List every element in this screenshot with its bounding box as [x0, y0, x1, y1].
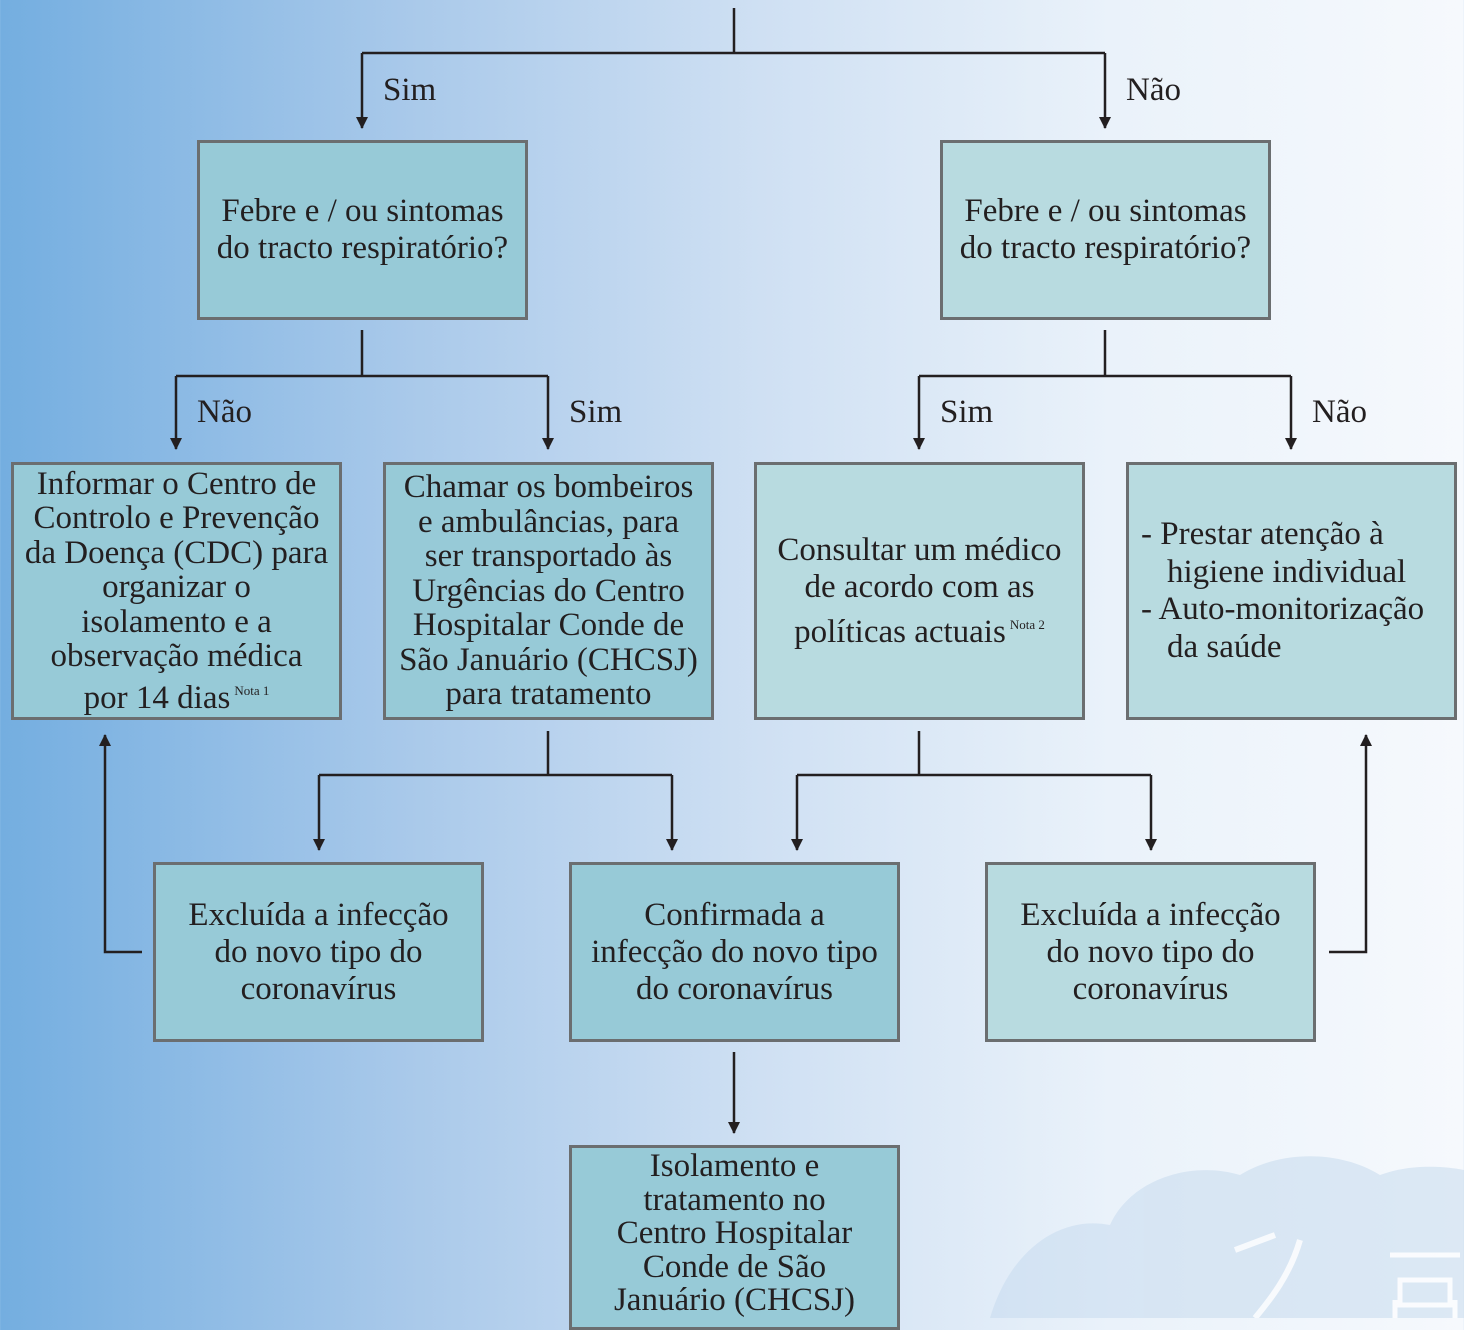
inform-cdc-line-3: da Doença (CDC) para — [24, 534, 329, 571]
self-care-item-2-text: Auto-monitorização — [1158, 591, 1425, 627]
call-firefighters-box: Chamar os bombeiros e ambulâncias, para … — [383, 462, 714, 720]
excluded-right-line-1: Excluída a infecção — [1020, 896, 1281, 933]
label-left-yes: Sim — [569, 394, 623, 430]
excluded-left-line-2: do novo tipo do — [214, 933, 423, 970]
question-right-line-2: do tracto respiratório? — [959, 230, 1252, 266]
self-care-item-2-line-2: da saúde — [1167, 628, 1282, 665]
question-left-line-1: Febre e / ou sintomas — [221, 193, 504, 229]
question-box-left: Febre e / ou sintomas do tracto respirat… — [197, 140, 528, 320]
isolation-line-5: Januário (CHCSJ) — [613, 1282, 856, 1318]
consult-doctor-line-1: Consultar um médico — [777, 531, 1062, 568]
excluded-infection-box-left: Excluída a infecção do novo tipo do coro… — [153, 862, 484, 1042]
consult-doctor-line-3-text: políticas actuais — [794, 613, 1006, 650]
inform-cdc-line-4: organizar o — [102, 569, 251, 606]
question-left-line-2: do tracto respiratório? — [216, 230, 509, 266]
firefighters-line-5: Hospitalar Conde de — [412, 607, 685, 644]
confirmed-line-1: Confirmada a — [644, 896, 825, 933]
arrow-excluded-left-to-cdc — [99, 734, 142, 954]
isolation-line-1: Isolamento e — [649, 1148, 820, 1184]
label-right-yes: Sim — [940, 394, 994, 430]
connector-right-stem — [919, 330, 1291, 378]
excluded-left-line-3: coronavírus — [240, 970, 397, 1007]
label-right-no: Não — [1312, 394, 1367, 430]
inform-cdc-line-5: isolamento e a — [81, 603, 272, 640]
excluded-left-line-1: Excluída a infecção — [188, 896, 449, 933]
excluded-right-line-3: coronavírus — [1072, 970, 1229, 1007]
bullet-dash: - — [1141, 591, 1152, 627]
inform-cdc-line-2: Controlo e Prevenção — [33, 500, 320, 537]
self-care-item-1-line-1: - Prestar atenção à — [1141, 516, 1384, 554]
consult-doctor-box: Consultar um médico de acordo com as pol… — [754, 462, 1085, 720]
question-right-line-1: Febre e / ou sintomas — [964, 193, 1247, 229]
firefighters-line-2: e ambulâncias, para — [417, 503, 680, 540]
inform-cdc-line-1: Informar o Centro de — [36, 465, 317, 502]
self-care-item-1-text: Prestar atenção à — [1160, 516, 1384, 552]
label-top-right-no: Não — [1126, 72, 1181, 108]
arrow-excluded-right-to-self-care — [1329, 734, 1372, 954]
isolation-line-2: tratamento no — [643, 1181, 826, 1218]
firefighters-line-4: Urgências do Centro — [412, 572, 685, 609]
inform-cdc-line-6: observação médica — [50, 638, 303, 675]
connector-doctor-stem — [797, 731, 1151, 777]
confirmed-line-3: do coronavírus — [635, 970, 834, 1007]
self-care-item-1-line-2: higiene individual — [1167, 553, 1407, 590]
connector-left-stem — [176, 330, 548, 378]
confirmed-line-2: infecção do novo tipo — [591, 933, 878, 970]
isolation-line-3: Centro Hospitalar — [616, 1215, 853, 1251]
consult-doctor-line-2: de acordo com as — [804, 568, 1035, 605]
confirmed-infection-box: Confirmada a infecção do novo tipo do co… — [569, 862, 900, 1042]
firefighters-line-7: para tratamento — [445, 676, 652, 713]
note-2-marker: Nota 2 — [1009, 616, 1045, 632]
watermark-seal — [990, 1156, 1464, 1318]
firefighters-line-1: Chamar os bombeiros — [403, 469, 694, 506]
note-1-marker: Nota 1 — [234, 682, 270, 698]
self-care-item-2-line-1: - Auto-monitorização — [1141, 591, 1424, 629]
excluded-infection-box-right: Excluída a infecção do novo tipo do coro… — [985, 862, 1316, 1042]
firefighters-line-6: São Januário (CHCSJ) — [399, 641, 698, 678]
question-box-right: Febre e / ou sintomas do tracto respirat… — [940, 140, 1271, 320]
self-care-box: - Prestar atenção à higiene individual -… — [1126, 462, 1457, 720]
inform-cdc-box: Informar o Centro de Controlo e Prevençã… — [11, 462, 342, 720]
label-left-no: Não — [197, 394, 252, 430]
isolation-line-4: Conde de São — [642, 1248, 827, 1285]
isolation-treatment-box: Isolamento e tratamento no Centro Hospit… — [569, 1145, 900, 1330]
inform-cdc-line-7-text: por 14 dias — [83, 679, 231, 716]
label-top-left-yes: Sim — [383, 72, 437, 108]
excluded-right-line-2: do novo tipo do — [1046, 933, 1255, 970]
firefighters-line-3: ser transportado às — [424, 538, 673, 575]
connector-firefighters-stem — [319, 731, 672, 777]
bullet-dash: - — [1141, 516, 1152, 552]
